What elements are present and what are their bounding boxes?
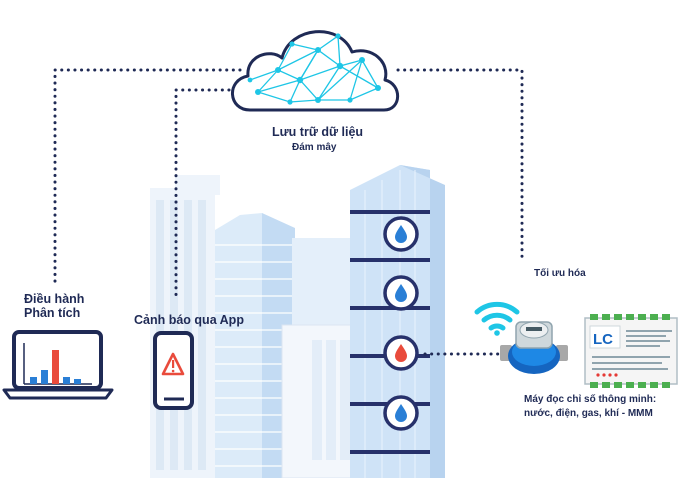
laptop-chart-icon xyxy=(2,330,114,400)
analytics-label-line2: Phân tích xyxy=(24,306,81,320)
cloud-storage-title: Lưu trữ dữ liệu xyxy=(272,125,364,139)
smart-meter-label: Máy đọc chỉ số thông minh: nước, điện, g… xyxy=(524,393,656,421)
cloud-network-icon xyxy=(231,30,400,112)
laptop-chart-bars xyxy=(30,350,81,384)
analytics-label-line1: Điều hành xyxy=(24,292,85,306)
connector-cloud-to-app xyxy=(174,88,264,300)
cloud-storage-subtitle: Đám mây xyxy=(292,142,337,153)
optimize-label: Tối ưu hóa xyxy=(534,268,586,279)
smart-meter-label-line2: nước, điện, gas, khí - MMM xyxy=(524,408,653,419)
water-meter-icon xyxy=(500,321,568,374)
water-drop-icon-alert xyxy=(383,335,419,371)
device-brand-logo: LC xyxy=(593,331,613,348)
connector-cloud-to-optimize xyxy=(396,68,524,264)
analytics-label: Điều hành Phân tích xyxy=(24,292,84,320)
water-drop-icon xyxy=(383,275,419,311)
sensor-drops xyxy=(383,216,419,431)
dotted-connectors xyxy=(53,68,524,356)
app-alert-label: Cảnh báo qua App xyxy=(134,313,244,327)
smart-meter-label-line1: Máy đọc chỉ số thông minh: xyxy=(524,394,657,405)
connector-cloud-to-analytics xyxy=(53,68,242,284)
water-drop-icon xyxy=(383,216,419,252)
phone-alert-icon xyxy=(153,331,194,410)
water-drop-icon xyxy=(383,395,419,431)
wifi-icon xyxy=(474,301,520,336)
controller-box-icon: LC xyxy=(584,314,678,388)
